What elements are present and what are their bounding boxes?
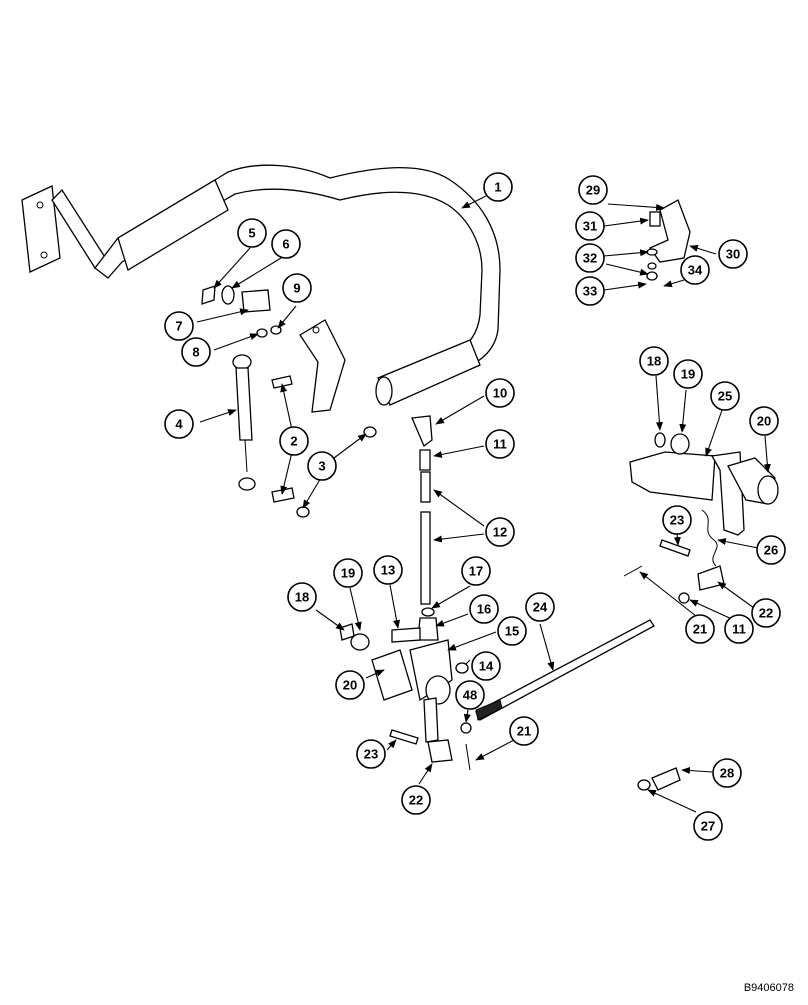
callout-19b: 19 [673,359,703,389]
callout-22b: 22 [751,598,781,628]
svg-text:26: 26 [764,543,778,558]
svg-text:24: 24 [533,600,548,615]
callout-18a: 18 [287,582,317,612]
svg-text:32: 32 [583,251,597,266]
callout-26: 26 [756,535,786,565]
callout-2: 2 [279,426,309,456]
svg-text:10: 10 [493,386,507,401]
svg-text:3: 3 [318,459,325,474]
callout-11a: 11 [485,429,515,459]
svg-text:18: 18 [647,354,661,369]
callout-12: 12 [485,517,515,547]
callout-24: 24 [525,592,555,622]
callout-34: 34 [680,255,710,285]
long-rod-part [475,619,655,721]
callout-16: 16 [469,594,499,624]
callout-27: 27 [693,811,723,841]
svg-text:19: 19 [341,566,355,581]
callout-21b: 21 [685,614,715,644]
callout-23a: 23 [356,739,386,769]
svg-text:14: 14 [479,659,494,674]
right-bracket-parts [623,432,779,604]
callout-30: 30 [718,239,748,269]
svg-text:5: 5 [248,226,255,241]
svg-text:48: 48 [463,688,477,703]
svg-text:17: 17 [469,564,483,579]
figure-code-label: B9406078 [743,982,794,994]
svg-text:16: 16 [477,602,491,617]
callout-15: 15 [497,616,527,646]
svg-text:19: 19 [681,367,695,382]
svg-text:20: 20 [757,414,771,429]
svg-text:11: 11 [732,622,746,637]
callout-32: 32 [575,243,605,273]
callout-31: 31 [575,211,605,241]
callout-5: 5 [237,218,267,248]
callout-28: 28 [712,758,742,788]
svg-text:34: 34 [688,263,703,278]
svg-text:9: 9 [293,281,300,296]
svg-text:20: 20 [343,678,357,693]
svg-text:29: 29 [586,183,600,198]
callout-18b: 18 [639,346,669,376]
callout-9: 9 [282,273,312,303]
svg-text:15: 15 [505,624,519,639]
svg-text:11: 11 [493,437,507,452]
svg-text:28: 28 [720,766,734,781]
callout-21a: 21 [509,716,539,746]
leader-lines [196,195,771,813]
svg-text:25: 25 [718,389,732,404]
svg-text:22: 22 [759,606,773,621]
callout-11b: 11 [724,614,754,644]
callout-19a: 19 [333,558,363,588]
callout-29: 29 [578,175,608,205]
svg-text:23: 23 [364,747,378,762]
callout-25: 25 [710,381,740,411]
callout-10: 10 [485,378,515,408]
svg-text:13: 13 [381,563,395,578]
callout-33: 33 [575,276,605,306]
callout-7: 7 [164,311,194,341]
callout-22a: 22 [401,785,431,815]
callout-48: 48 [455,680,485,710]
svg-text:8: 8 [192,345,199,360]
callout-20a: 20 [335,670,365,700]
svg-text:12: 12 [493,525,507,540]
callout-4: 4 [164,409,194,439]
rod-assembly-parts [411,415,439,641]
svg-text:6: 6 [282,237,289,252]
svg-text:7: 7 [175,319,182,334]
callout-3: 3 [307,451,337,481]
svg-text:31: 31 [583,219,597,234]
callout-1: 1 [483,172,513,202]
svg-text:22: 22 [409,793,423,808]
svg-text:18: 18 [295,590,309,605]
svg-text:30: 30 [726,247,740,262]
callout-23b: 23 [662,505,692,535]
svg-text:21: 21 [517,724,531,739]
svg-text:4: 4 [175,417,183,432]
lower-linkage-parts [339,623,472,771]
svg-text:33: 33 [583,284,597,299]
callout-14: 14 [471,651,501,681]
callout-6: 6 [271,229,301,259]
svg-text:23: 23 [670,513,684,528]
callout-20b: 20 [749,406,779,436]
bolt-washer-parts [637,767,681,791]
svg-text:21: 21 [693,622,707,637]
svg-text:2: 2 [290,434,297,449]
callout-8: 8 [181,337,211,367]
gas-spring-part [232,354,256,491]
callout-13: 13 [373,555,403,585]
pedal-bar-assembly [21,164,501,413]
bushing-parts [201,285,282,338]
svg-text:27: 27 [701,819,715,834]
top-right-bracket-parts [646,199,691,281]
svg-text:1: 1 [494,180,501,195]
callout-17: 17 [461,556,491,586]
